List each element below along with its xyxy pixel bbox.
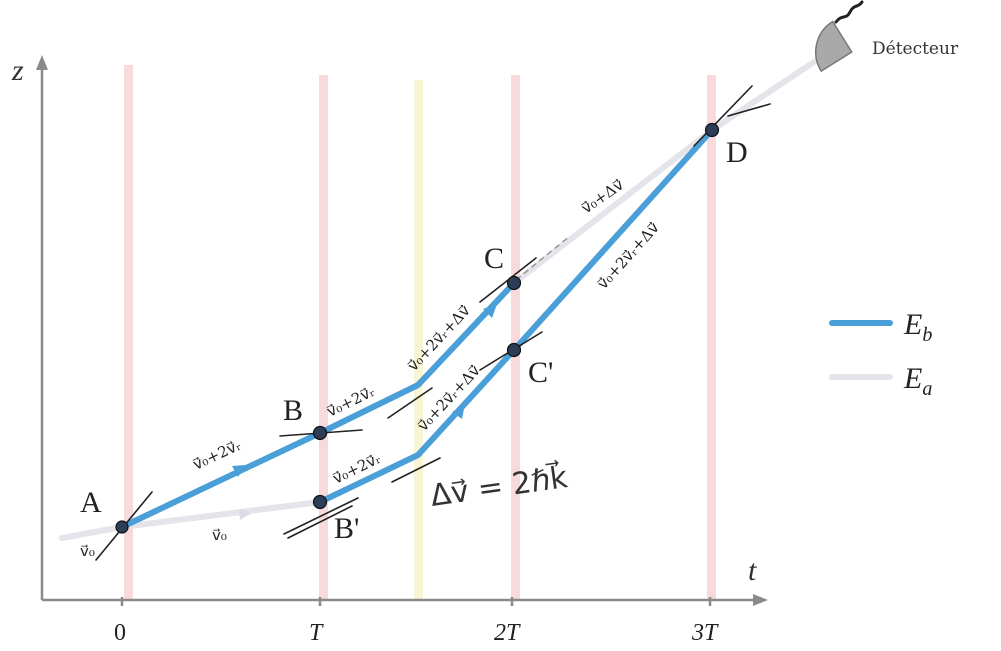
beam-a-paths	[59, 55, 823, 541]
beam-arrow-gray	[239, 509, 252, 520]
dot-B-prime	[312, 494, 328, 510]
pulse-band-mid	[414, 80, 423, 600]
pulse-band-0	[124, 65, 133, 600]
legend: Eb Ea	[829, 308, 932, 400]
legend-label-ea: Ea	[903, 362, 932, 400]
point-label-B-prime: B'	[334, 512, 359, 545]
tick-marks	[120, 597, 712, 606]
pulse-band-T	[319, 75, 328, 600]
pulse-band-3T	[707, 75, 716, 600]
tick-label-0: 0	[114, 620, 126, 646]
beam-arrows	[232, 304, 497, 477]
detector-icon	[815, 0, 864, 73]
t-axis	[42, 594, 768, 606]
path-label-v0-ab: v⃗₀	[212, 526, 227, 544]
dashed-continuation	[515, 235, 571, 281]
tick-label-2T: 2T	[494, 620, 521, 646]
path-label-cpd-blue: v⃗₀+2v⃗ᵣ+Δv⃗	[594, 219, 663, 293]
legend-label-eb: Eb	[903, 308, 932, 346]
dot-B	[312, 425, 328, 441]
point-label-C: C	[484, 242, 504, 275]
dot-A	[115, 520, 129, 534]
pulse-band-2T	[511, 75, 520, 600]
tick-label-T: T	[309, 620, 324, 646]
point-label-D: D	[726, 136, 748, 169]
vertex-dots	[115, 122, 720, 534]
dot-D	[704, 122, 720, 138]
dot-C-prime	[506, 342, 522, 358]
t-axis-label: t	[748, 554, 757, 587]
detector-label: Détecteur	[872, 39, 959, 59]
beam-b-paths	[119, 127, 715, 530]
z-axis	[36, 55, 48, 600]
tick-label-3T: 3T	[691, 620, 719, 646]
dot-C	[506, 275, 522, 291]
path-label-v0-left: v⃗₀	[80, 542, 95, 560]
point-label-C-prime: C'	[528, 356, 553, 389]
point-label-B: B	[283, 394, 303, 427]
handwritten-annotation: Δv⃗ = 2ℏk⃗	[428, 459, 570, 514]
z-axis-label: z	[11, 54, 24, 87]
point-label-A: A	[80, 486, 102, 519]
